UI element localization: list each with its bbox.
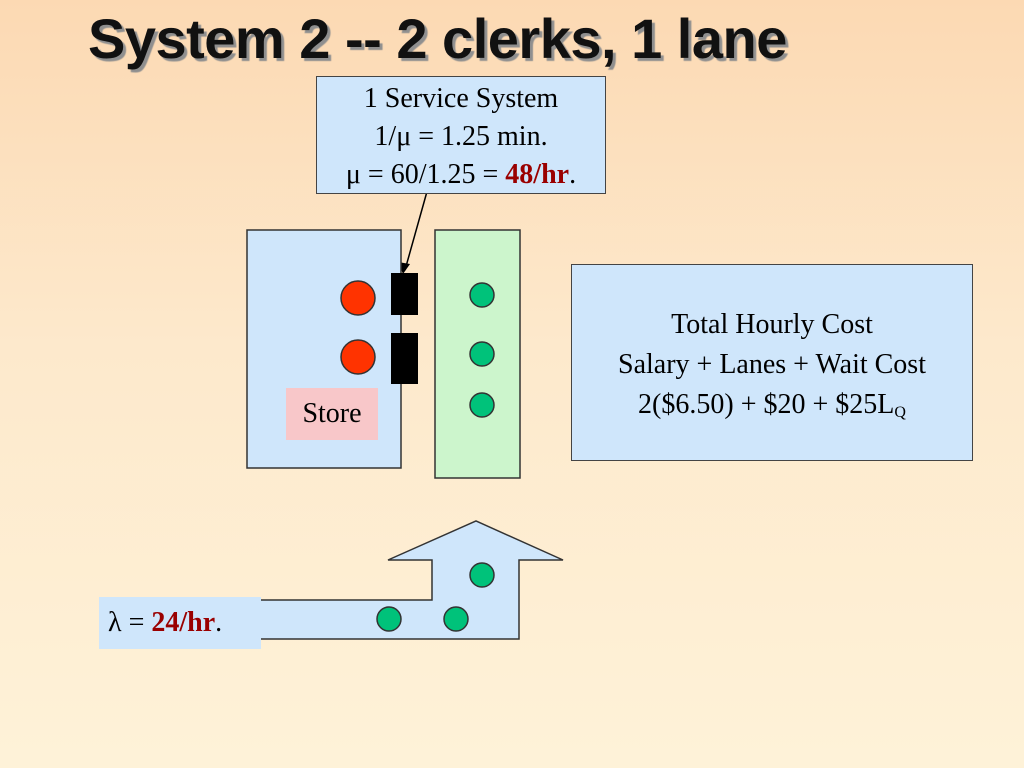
arrival-rate-label: λ = 24/hr. [99,597,261,649]
cost-components: Salary + Lanes + Wait Cost [618,349,926,380]
customer-in-lane-1 [469,282,495,308]
slide-title: System 2 -- 2 clerks, 1 lane [88,7,787,70]
service-system-box: 1 Service System 1/μ = 1.25 min. μ = 60/… [316,76,606,194]
hourly-cost-box: Total Hourly Cost Salary + Lanes + Wait … [571,264,973,461]
clerk-circle-1 [340,280,376,316]
arrival-arrow [254,520,564,640]
clerk-circle-2 [340,339,376,375]
service-counter-2 [391,333,418,384]
cost-heading: Total Hourly Cost [671,309,873,340]
customer-in-lane-3 [469,392,495,418]
cost-formula: 2($6.50) + $20 + $25LQ [638,389,906,421]
service-system-label: 1 Service System [363,83,559,114]
service-rate: μ = 60/1.25 = 48/hr. [345,159,577,190]
service-time: 1/μ = 1.25 min. [374,121,548,152]
arriving-customer-2 [443,606,469,632]
pointer-arrow-line [404,187,429,271]
service-rate-value: 48/hr [505,159,570,190]
store-label: Store [286,388,378,440]
arriving-customer-3 [469,562,495,588]
service-counter-1 [391,273,418,315]
arriving-customer-1 [376,606,402,632]
cost-formula-subscript: Q [894,404,906,421]
customer-in-lane-2 [469,341,495,367]
arrival-rate-value: 24/hr [151,607,216,638]
